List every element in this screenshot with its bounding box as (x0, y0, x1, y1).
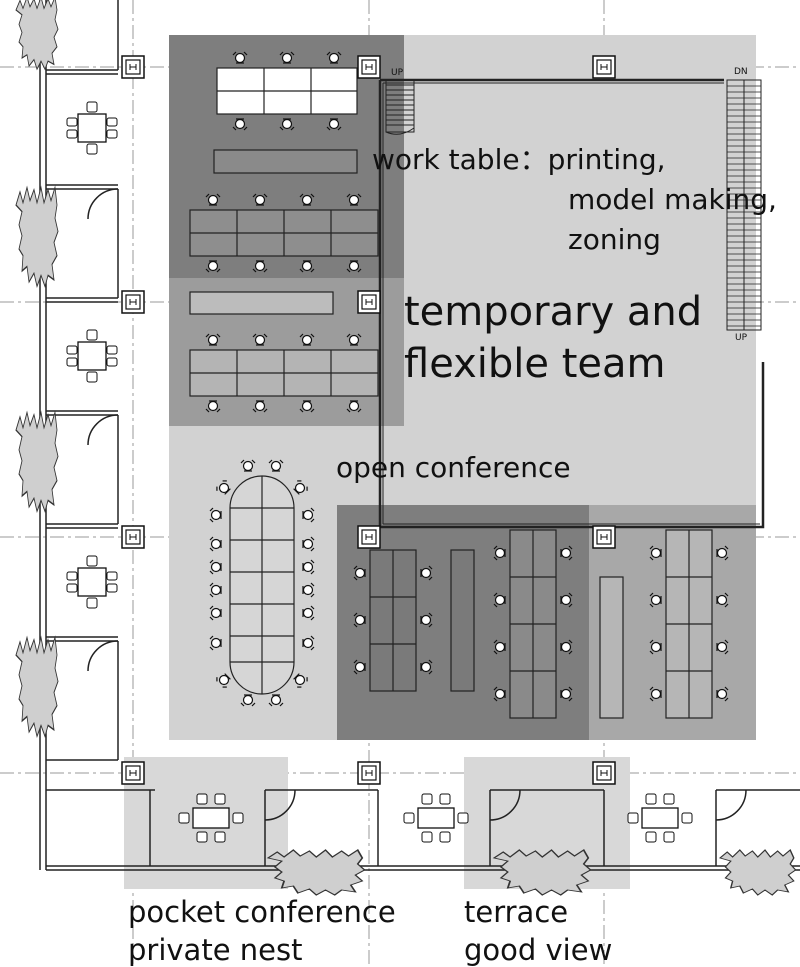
label-terrace: terrace (464, 895, 569, 929)
desk-block-3 (189, 333, 379, 413)
stair-left (385, 79, 415, 135)
desk-block-1 (216, 51, 358, 131)
print-table (213, 149, 358, 174)
label-private-nest: private nest (128, 933, 303, 967)
label-model-making: model making, (568, 183, 777, 216)
pocket-tables-left (66, 101, 118, 609)
desk-block-4 (353, 549, 475, 692)
stair-up-right-label: UP (735, 333, 748, 343)
stair-right-treads (727, 85, 761, 327)
desk-block-6 (599, 529, 729, 719)
stair-down-label: DN (734, 67, 748, 77)
desk-block-2 (189, 193, 379, 273)
label-open-conference: open conference (336, 451, 571, 484)
label-zoning: zoning (568, 223, 661, 256)
long-shelf (189, 291, 334, 315)
label-good-view: good view (464, 933, 613, 967)
stair-up-left-label: UP (391, 68, 404, 78)
perimeter-wall-bottom (264, 789, 800, 866)
label-pocket-conference: pocket conference (128, 895, 396, 929)
label-temporary: temporary and (404, 289, 703, 335)
label-flexible-team: flexible team (404, 341, 666, 387)
conference-table (229, 475, 295, 695)
desk-block-5 (493, 529, 573, 719)
label-work-table: work table：printing, (372, 143, 666, 176)
